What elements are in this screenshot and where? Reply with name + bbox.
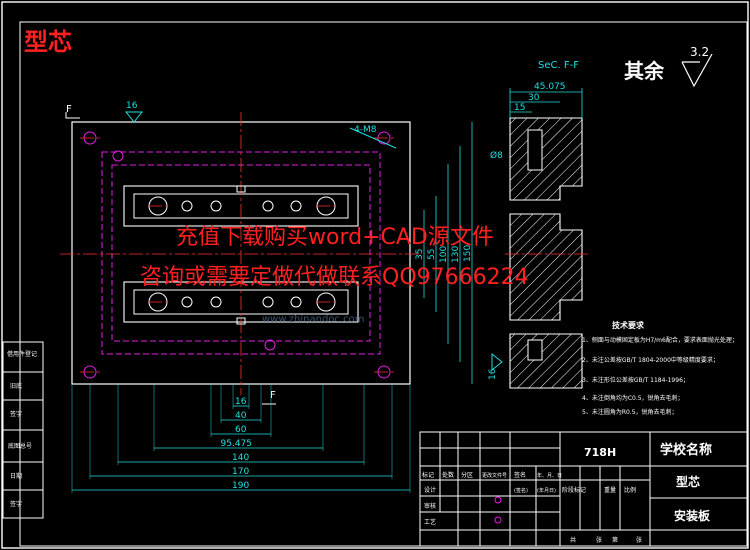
lower-small-hole [181, 296, 193, 308]
technical-requirements: 技术要求 1、侧面与动模固定板为H7/m6配合，要求表面抛光处理； 2、未注公差… [582, 320, 738, 416]
hole-note-leader [349, 127, 397, 149]
section-mark-left: F [66, 104, 72, 115]
section-view: SeC. F-F Ø8 45.075 30 15 [490, 60, 590, 389]
roughness-value-side: 16 [488, 368, 498, 380]
strip-label: 日期 [10, 472, 22, 480]
row-label: 签名 [514, 471, 526, 479]
tech-item: 2、未注公差按GB/T 1804-2000中等级精度要求； [582, 356, 719, 364]
row-label: 更改文件号 [482, 472, 507, 479]
watermark-site: www.zhinandoc.com [262, 314, 364, 325]
school-name: 学校名称 [660, 442, 712, 458]
role-label: 工艺 [424, 518, 436, 526]
small-mark-icon [494, 516, 502, 524]
watermark: 充值下载购买word+CAD源文件 咨询或需要定做代做联系QQ97666224 … [140, 225, 529, 325]
upper-small-hole [290, 200, 302, 212]
drawing-frame [19, 21, 748, 547]
lower-small-hole [210, 296, 222, 308]
bottom-dimension-label: 16 [235, 397, 247, 407]
tech-item: 4、未注倒角均为C0.5，锐角去毛刺； [582, 394, 684, 402]
part-name: 型芯 [676, 474, 700, 489]
section-dim: 15 [514, 103, 525, 113]
section-label: SeC. F-F [538, 60, 579, 71]
section-dim: 30 [528, 93, 540, 103]
roughness-symbol [124, 111, 144, 123]
surface-note-text: 其余 [624, 59, 665, 83]
sheet-label: 第 [612, 536, 618, 544]
bottom-dimension-label: 60 [235, 425, 247, 435]
surface-roughness-value: 3.2 [690, 45, 709, 59]
right-dimension-label: 55 [427, 249, 437, 260]
upper-small-hole [210, 200, 222, 212]
right-dimension-label: 100 [439, 246, 449, 263]
strip-label: 底图总号 [8, 442, 32, 450]
drawing-title: 型芯 [24, 28, 72, 56]
section-upper-block [509, 117, 583, 201]
bottom-dimension-label: 140 [232, 453, 249, 463]
upper-small-hole [181, 200, 193, 212]
small-mark-icon [494, 496, 502, 504]
dia-label: Ø8 [490, 150, 503, 161]
sign-mark: (签名) [514, 487, 528, 494]
section-bore [527, 129, 543, 171]
bottom-dimension-label: 40 [235, 411, 247, 421]
front-view: F F 16 16 4-M8 [60, 101, 503, 405]
stage-label: 比例 [624, 486, 636, 494]
left-record-strip [2, 341, 44, 519]
sign-mark: (年月日) [537, 487, 556, 494]
row-label: 分区 [461, 471, 473, 479]
strip-label: 签字 [10, 410, 22, 418]
right-dimension-label: 35 [415, 249, 425, 260]
row-label: 标记 [422, 471, 434, 479]
stage-label: 重量 [604, 486, 616, 494]
role-label: 审核 [424, 502, 436, 510]
sheet-label: 张 [596, 536, 602, 544]
section-lower-block [509, 333, 583, 389]
strip-label: 借用件登记 [7, 350, 37, 358]
sheet-label: 张 [636, 536, 642, 544]
surface-finish-note: 其余 3.2 [624, 45, 713, 88]
watermark-line-1: 充值下载购买word+CAD源文件 [176, 225, 494, 250]
tech-title: 技术要求 [612, 320, 645, 330]
bottom-dimensions: 16 40 60 95.475 140 170 190 [71, 384, 411, 493]
tech-item: 5、未注圆角为R0.5，锐角去毛刺； [582, 408, 678, 416]
right-dimension-label: 130 [451, 246, 461, 263]
tech-item: 1、侧面与动模固定板为H7/m6配合，要求表面抛光处理； [582, 336, 738, 344]
bottom-dimension-label: 170 [232, 467, 249, 477]
bottom-dimension-label: 190 [232, 481, 249, 491]
watermark-line-2: 咨询或需要定做代做联系QQ97666224 [140, 265, 529, 290]
upper-small-hole [262, 200, 274, 212]
role-label: 设计 [424, 486, 436, 494]
row-label: 处数 [442, 471, 454, 479]
stage-label: 阶段标记 [562, 486, 586, 494]
drawing-name: 安装板 [674, 508, 711, 523]
bottom-dimension-label: 95.475 [221, 439, 253, 449]
strip-label: 签字 [10, 500, 22, 508]
section-dim: 45.075 [534, 82, 566, 92]
lower-small-hole [290, 296, 302, 308]
guide-hole [264, 339, 276, 351]
lower-small-hole [262, 296, 274, 308]
section-middle-block [509, 213, 583, 321]
center-key [236, 185, 246, 193]
sheet-label: 共 [570, 536, 576, 544]
roughness-symbol [491, 352, 503, 372]
center-key [236, 317, 246, 325]
roughness-value-top: 16 [126, 101, 138, 111]
tech-item: 3、未注形位公差按GB/T 1184-1996； [582, 376, 689, 384]
hole-note: 4-M8 [354, 125, 377, 135]
material-label: 718H [584, 446, 616, 459]
guide-hole [112, 150, 124, 162]
title-block [419, 431, 748, 547]
strip-label: 旧底 [10, 382, 22, 390]
row-label: 年、月、日 [537, 472, 562, 479]
section-mark-right: F [270, 390, 276, 401]
section-bore [527, 339, 543, 361]
right-dimension-label: 150 [463, 245, 473, 262]
